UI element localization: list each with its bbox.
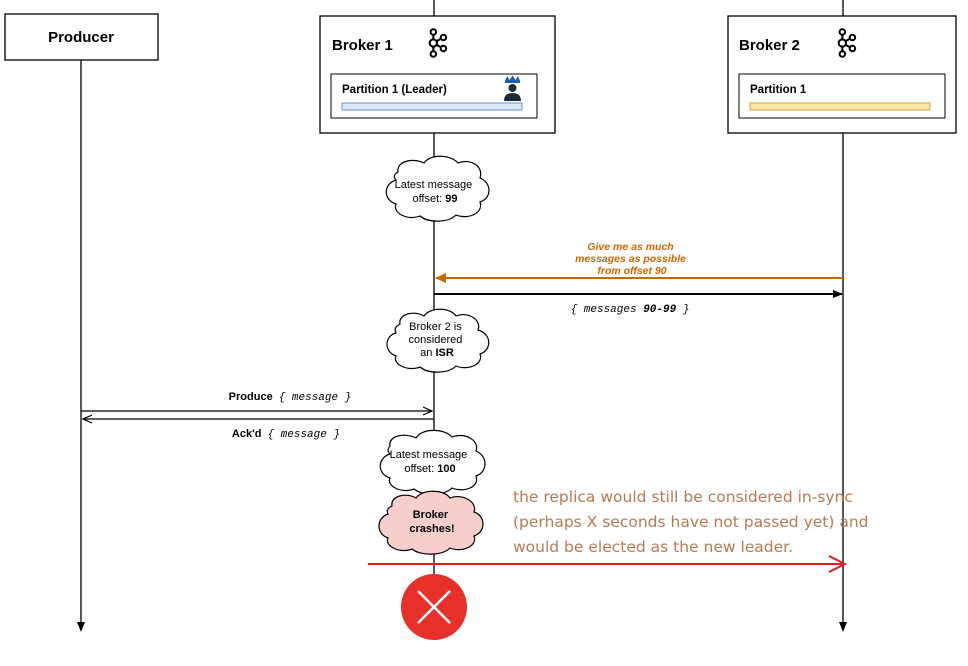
producer-box: Producer	[4, 13, 159, 61]
cloud-100-offset: 100	[437, 463, 455, 475]
annotation-line3: would be elected as the new leader.	[513, 538, 793, 556]
fetch-request-message: Give me as much messages as possible fro…	[435, 241, 843, 283]
cloud-isr-line3: an	[420, 347, 435, 359]
cloud-isr-line1: Broker 2 is	[409, 321, 462, 333]
svg-text:Broker crashes!: Broker crashes!	[409, 509, 454, 535]
cloud-isr-bold: ISR	[435, 347, 453, 359]
crowned-leader-icon	[504, 75, 521, 101]
cloud-100-line1: Latest message	[390, 449, 468, 461]
cloud-isr-line2: considered	[409, 334, 463, 346]
svg-text:Broker 2 is considered: Broker 2 is considered an ISR	[409, 321, 466, 359]
cloud-crash-line1: Broker	[413, 509, 449, 521]
cloud-99-offset: 99	[445, 193, 457, 205]
annotation-line2: (perhaps X seconds have not passed yet) …	[513, 513, 869, 531]
broker1-partition-box	[330, 73, 538, 119]
producer-title: Producer	[48, 29, 114, 46]
producer-lifeline-arrow-icon	[77, 622, 85, 632]
cloud-100-line2: offset:	[404, 463, 437, 475]
cloud-crash-line2: crashes!	[409, 523, 454, 535]
cloud-broker2-isr: Broker 2 is considered an ISR	[386, 308, 490, 373]
fetch-request-line2: messages as possible	[575, 253, 686, 265]
svg-text:Ack'd{ message }: Ack'd { message }	[232, 428, 340, 441]
broker2-title: Broker 2	[739, 37, 800, 54]
produce-payload: { message }	[279, 392, 352, 404]
produce-message: Produce { message }	[81, 391, 432, 411]
crash-x-icon	[401, 574, 467, 640]
broker2-partition-box	[738, 73, 946, 119]
annotation-text: the replica would still be considered in…	[513, 488, 873, 556]
fetch-response-open: { messages	[571, 304, 644, 316]
fetch-response-message: { messages 90-99 }	[434, 290, 843, 316]
broker1-partition-log-bar	[341, 102, 523, 111]
cloud-latest-offset-100: Latest message offset: 100	[379, 429, 486, 495]
broker1-partition-label: Partition 1 (Leader)	[342, 84, 447, 96]
fetch-request-line3: from offset 90	[597, 265, 666, 277]
cloud-99-line1: Latest message	[395, 179, 473, 191]
cloud-99-line2: offset:	[412, 193, 445, 205]
broker2-partition-log-bar	[749, 102, 931, 111]
fetch-response-close: }	[676, 304, 689, 316]
svg-text:the replica would still be con: the replica would still be considered in…	[513, 488, 873, 556]
broker1-title: Broker 1	[332, 37, 393, 54]
cloud-broker-crashes: Broker crashes!	[378, 490, 484, 555]
produce-label: Produce	[229, 391, 273, 403]
annotation-line1: the replica would still be considered in…	[513, 488, 853, 506]
fetch-response-range: 90-99	[643, 304, 676, 316]
broker2-box: Broker 2 Partition 1	[727, 15, 957, 134]
svg-text:{ messages 90-99 }: { messages 90-99 }	[571, 304, 690, 316]
svg-text:Latest message offset: 1: Latest message offset: 100	[390, 449, 471, 475]
ack-payload: { message }	[267, 429, 340, 441]
fetch-request-line1: Give me as much	[587, 241, 673, 253]
cloud-latest-offset-99: Latest message offset: 99	[385, 155, 490, 222]
svg-text:Produce{ message }: Produce { message }	[229, 391, 352, 404]
svg-text:Give me as much messages: Give me as much messages as possible fro…	[575, 241, 689, 277]
broker2-lifeline-arrow-icon	[839, 622, 847, 632]
broker1-box: Broker 1 Partition 1 (Leader)	[319, 15, 556, 134]
ack-label: Ack'd	[232, 428, 262, 440]
ack-message: Ack'd { message }	[83, 419, 434, 441]
svg-text:Latest message offset: 9: Latest message offset: 99	[395, 179, 476, 205]
broker2-partition-label: Partition 1	[750, 84, 807, 96]
